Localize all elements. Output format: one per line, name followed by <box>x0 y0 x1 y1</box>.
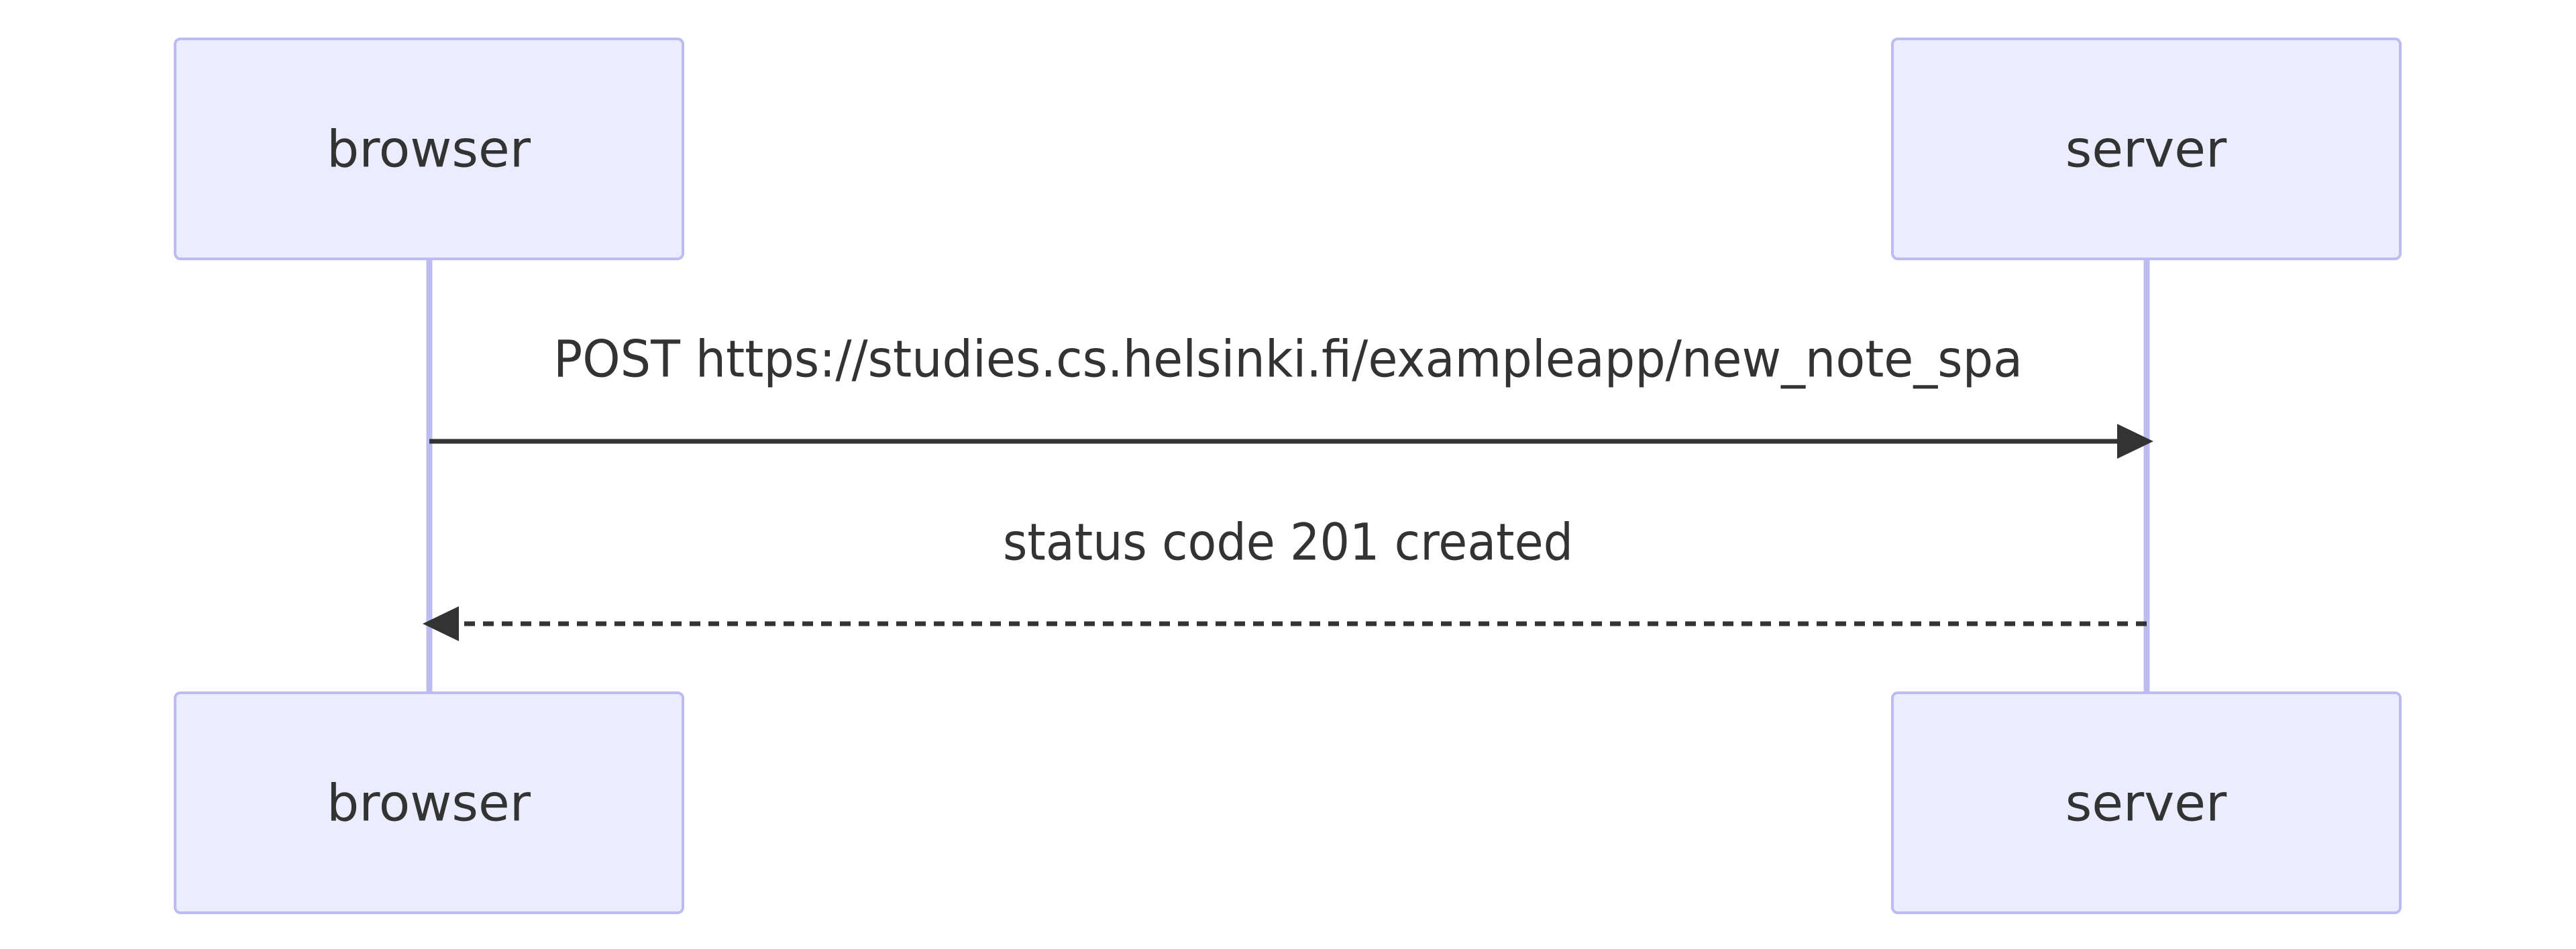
actor-browser-bottom: browser <box>174 691 684 914</box>
message-label: POST https://studies.cs.helsinki.fi/exam… <box>553 329 2023 389</box>
arrowhead-right-icon <box>2117 424 2153 459</box>
message-status-201: status code 201 created <box>423 512 2147 641</box>
arrowhead-left-icon <box>423 606 459 641</box>
actor-box <box>174 691 684 914</box>
actor-box <box>1891 691 2402 914</box>
actor-browser-top: browser <box>174 38 684 260</box>
message-post-new-note: POST https://studies.cs.helsinki.fi/exam… <box>429 329 2153 459</box>
actor-box <box>1891 38 2402 260</box>
actor-server-bottom: server <box>1891 691 2402 914</box>
message-label: status code 201 created <box>1003 512 1573 572</box>
actor-label: server <box>2065 119 2227 179</box>
actor-label: browser <box>327 773 531 833</box>
actor-server-top: server <box>1891 38 2402 260</box>
actor-label: browser <box>327 119 531 179</box>
actor-label: server <box>2065 773 2227 833</box>
actor-box <box>174 38 684 260</box>
